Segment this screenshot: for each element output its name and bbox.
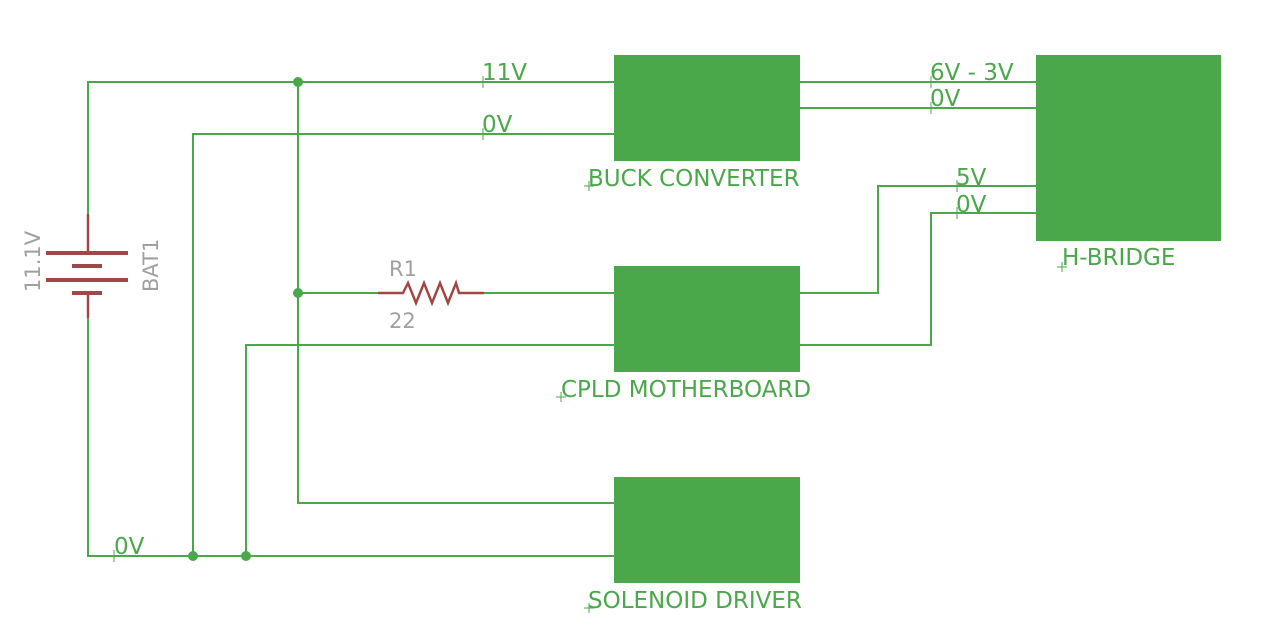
block-h-bridge[interactable]: H-BRIDGE xyxy=(1036,55,1221,272)
h-bridge-body[interactable] xyxy=(1036,55,1221,241)
wire-logic-gnd xyxy=(800,212,1036,346)
cpld-motherboard-body[interactable] xyxy=(614,266,800,372)
net-label-ground-bus: 0V xyxy=(114,534,145,560)
net-label-logic-0v: 0V xyxy=(956,192,987,218)
junction-dot xyxy=(293,77,303,87)
junctions xyxy=(188,77,303,561)
net-label-buck-0v: 0V xyxy=(482,112,513,138)
h-bridge-label: H-BRIDGE xyxy=(1062,245,1175,271)
wires xyxy=(87,81,1036,557)
battery-symbol[interactable]: 11.1V BAT1 xyxy=(21,214,163,318)
solenoid-driver-label: SOLENOID DRIVER xyxy=(588,588,802,614)
wire-logic-5v xyxy=(800,185,1036,294)
wire-buck-ground xyxy=(192,133,614,556)
net-label-motor-0v: 0V xyxy=(930,86,961,112)
buck-converter-body[interactable] xyxy=(614,55,800,161)
junction-dot xyxy=(293,288,303,298)
buck-converter-label: BUCK CONVERTER xyxy=(588,166,800,192)
battery-name: BAT1 xyxy=(139,239,163,292)
wire-battery-positive xyxy=(87,81,614,214)
net-labels: 11V 0V 6V - 3V 0V 5V 0V 0V xyxy=(113,60,1014,562)
junction-dot xyxy=(241,551,251,561)
junction-dot xyxy=(188,551,198,561)
wire-ground-bus xyxy=(87,318,614,557)
resistor-value: 22 xyxy=(389,309,416,333)
net-label-motor-supply: 6V - 3V xyxy=(930,60,1014,86)
resistor-symbol[interactable]: R1 22 xyxy=(378,257,484,333)
net-label-11v: 11V xyxy=(482,60,527,86)
wire-vbus-vertical xyxy=(297,82,614,504)
net-label-5v: 5V xyxy=(956,165,987,191)
block-solenoid-driver[interactable]: SOLENOID DRIVER xyxy=(584,477,802,614)
block-buck-converter[interactable]: BUCK CONVERTER xyxy=(584,55,800,192)
solenoid-driver-body[interactable] xyxy=(614,477,800,583)
wire-cpld-ground xyxy=(245,344,614,556)
block-cpld-motherboard[interactable]: CPLD MOTHERBOARD xyxy=(556,266,811,403)
battery-value: 11.1V xyxy=(21,230,45,292)
cpld-motherboard-label: CPLD MOTHERBOARD xyxy=(561,377,811,403)
resistor-name: R1 xyxy=(389,257,417,281)
